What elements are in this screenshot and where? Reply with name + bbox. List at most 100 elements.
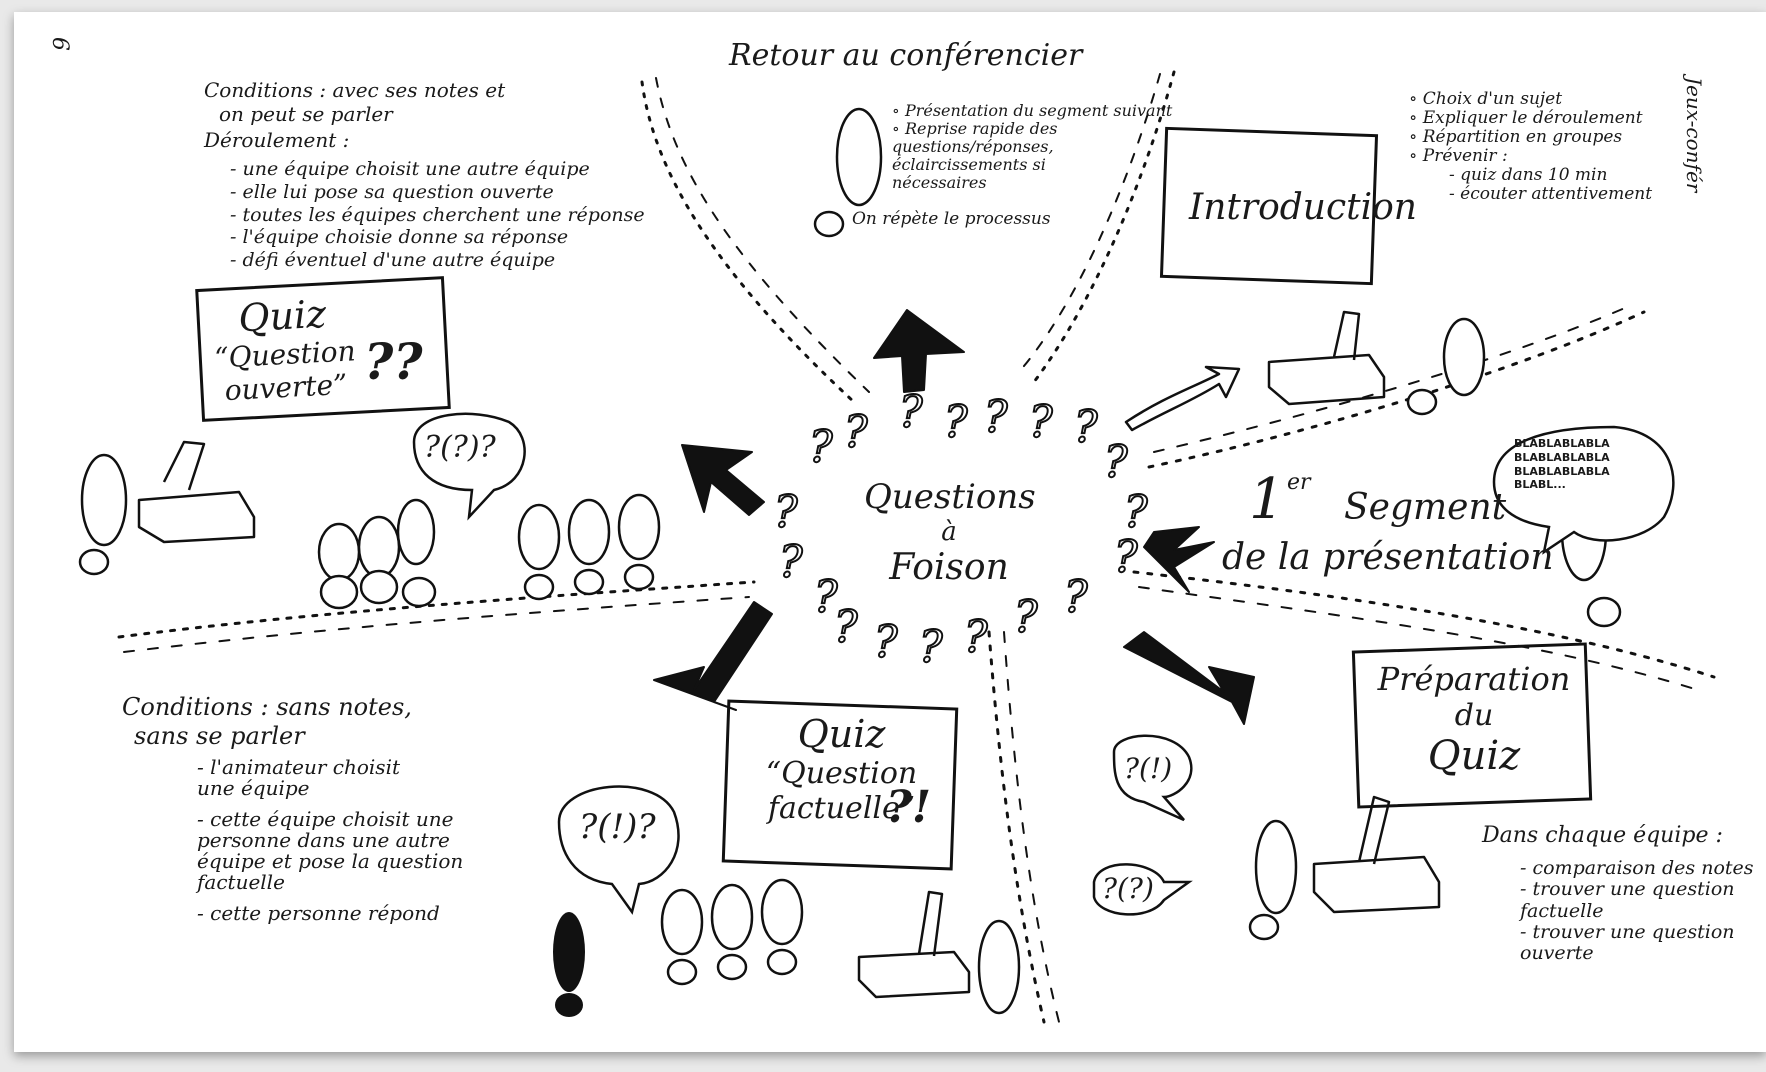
char-team-open-1 xyxy=(317,522,361,582)
center-line-3: Foison xyxy=(889,547,1009,588)
arrow-up xyxy=(873,309,965,393)
fact-box-line: factuelle” xyxy=(767,791,916,826)
blabla-line: BLABLABLABLA xyxy=(1514,464,1610,478)
segment-suffix: er xyxy=(1287,470,1311,495)
top-left-branch-line xyxy=(640,80,856,404)
preparation-heading: Dans chaque équipe : xyxy=(1482,823,1723,848)
qmark: ? xyxy=(834,602,858,653)
arrow-up-right-outline xyxy=(1124,365,1241,432)
segment-number: 1 xyxy=(1249,467,1285,532)
top-right-branch-line xyxy=(1032,70,1176,384)
fact-conditions-2: sans se parler xyxy=(134,722,305,750)
char-team-q-3 xyxy=(617,493,661,561)
arrow-right xyxy=(1143,526,1215,593)
qmark: ? xyxy=(984,392,1008,443)
open-box-line: Quiz xyxy=(237,291,328,341)
char-worm-top xyxy=(835,107,883,207)
qmark: ? xyxy=(944,397,968,448)
open-item: l'équipe choisie donne sa réponse xyxy=(212,226,645,249)
mindmap-sheet: ? ? ? ? ? ? ? ? ? ? ? ? ? ? ? ? ? ? ? 6 … xyxy=(14,12,1766,1052)
preparation-box-text: Préparation du Quiz xyxy=(1364,660,1584,779)
introduction-box-title: Introduction xyxy=(1189,187,1417,228)
open-box-marks: ?? xyxy=(364,332,423,391)
speech-bubble-prep-2 xyxy=(1092,863,1193,916)
projector-intro xyxy=(1267,310,1386,406)
qmark: ? xyxy=(1029,397,1053,448)
center-title: Questions à Foison xyxy=(864,477,1036,588)
char-team-q-2 xyxy=(567,498,611,566)
thought-bubble-fact xyxy=(557,785,680,915)
fact-box-marks: ?! xyxy=(886,782,932,833)
qmark: ? xyxy=(809,422,833,473)
char-worm-fact xyxy=(977,919,1021,1015)
char-team-open-3 xyxy=(396,498,436,566)
char-team-fact-2 xyxy=(710,883,754,951)
quiz-ouverte-box xyxy=(195,276,451,422)
char-team-open-2 xyxy=(357,515,401,579)
intro-item: Répartition en groupes xyxy=(1409,128,1652,147)
open-item: toutes les équipes cherchent une réponse xyxy=(212,204,644,227)
prep-item: comparaison des notes xyxy=(1502,857,1753,879)
prep-item: trouver une question factuelle xyxy=(1502,879,1740,922)
qmark: ? xyxy=(1014,592,1038,643)
fact-item: cette équipe choisit une personne dans u… xyxy=(179,809,487,893)
retour-list: Présentation du segment suivant Reprise … xyxy=(892,102,1172,192)
sketch-artwork: ? ? ? ? ? ? ? ? ? ? ? ? ? ? ? ? ? ? ? xyxy=(78,70,1716,1024)
char-exclaim xyxy=(553,912,585,992)
blabla-line: BLABL... xyxy=(1514,478,1566,492)
blabla-text: BLABLABLABLA BLABLABLABLA BLABLABLABLA B… xyxy=(1514,437,1610,492)
center-line-1: Questions xyxy=(864,477,1036,517)
qmark: ? xyxy=(779,537,803,588)
qmark: ? xyxy=(844,407,868,458)
speech-bubble-prep-1 xyxy=(1112,734,1193,822)
qmark: ? xyxy=(919,622,943,673)
introduction-list: Choix d'un sujet Expliquer le déroulemen… xyxy=(1409,89,1652,204)
qmark: ? xyxy=(1124,487,1148,538)
page-number: 6 xyxy=(46,36,72,51)
side-header: Jeux-confér xyxy=(1682,77,1706,193)
intro-subitem: écouter attentivement xyxy=(1409,185,1652,204)
retour-item: Présentation du segment suivant xyxy=(892,102,1172,120)
prep-bubble-2-text: ?(?) xyxy=(1102,872,1154,905)
char-team-fact-1 xyxy=(660,888,704,956)
segment-line-2: de la présentation xyxy=(1222,537,1554,578)
segment-line-1: Segment xyxy=(1344,487,1507,528)
open-item: une équipe choisit une autre équipe xyxy=(212,158,645,181)
qmark: ? xyxy=(1114,532,1138,583)
fact-list: l'animateur choisit une équipe cette équ… xyxy=(179,757,487,924)
introduction-box xyxy=(1159,126,1379,286)
fact-item: l'animateur choisit une équipe xyxy=(179,757,427,799)
open-deroulement: Déroulement : xyxy=(204,128,350,152)
retour-title: Retour au conférencier xyxy=(729,38,1083,73)
qmark: ? xyxy=(814,572,838,623)
speech-bubble-blabla xyxy=(1492,425,1675,555)
fact-thought-text: ?(!)? xyxy=(579,807,656,847)
blabla-line: BLABLABLABLA xyxy=(1514,437,1610,450)
open-conditions-2: on peut se parler xyxy=(219,102,393,126)
prep-bubble-1-text: ?(!) xyxy=(1124,752,1173,785)
projector-prep xyxy=(1312,795,1441,914)
preparation-list: comparaison des notes trouver une questi… xyxy=(1502,857,1754,965)
preparation-box xyxy=(1351,642,1593,809)
fact-box-line: “Question xyxy=(765,756,918,791)
fact-item: cette personne répond xyxy=(179,903,487,924)
arrow-down-left xyxy=(653,601,773,711)
right-lower-branch-line xyxy=(1132,570,1716,679)
retour-item: Reprise rapide des questions/réponses, é… xyxy=(892,119,1107,192)
qmark: ? xyxy=(1074,402,1098,453)
prep-item: trouver une question ouverte xyxy=(1502,921,1740,965)
char-team-q-1 xyxy=(517,503,561,571)
prep-box-line: du xyxy=(1454,698,1494,733)
qmark: ? xyxy=(774,487,798,538)
quiz-ouverte-box-text: Quiz “Question ouverte” xyxy=(211,290,357,407)
fact-box-line: Quiz xyxy=(797,712,886,756)
center-line-2: à xyxy=(941,517,957,547)
intro-item: Expliquer le déroulement xyxy=(1409,108,1652,128)
prep-box-line: Préparation xyxy=(1377,660,1571,698)
open-list: une équipe choisit une autre équipe elle… xyxy=(212,158,645,272)
quiz-factuelle-box xyxy=(721,699,959,871)
intro-item: Prévenir : xyxy=(1409,147,1652,166)
qmark: ? xyxy=(899,387,923,438)
intro-subitem: quiz dans 10 min xyxy=(1409,166,1652,185)
open-thought-text: ?(?)? xyxy=(424,430,496,465)
